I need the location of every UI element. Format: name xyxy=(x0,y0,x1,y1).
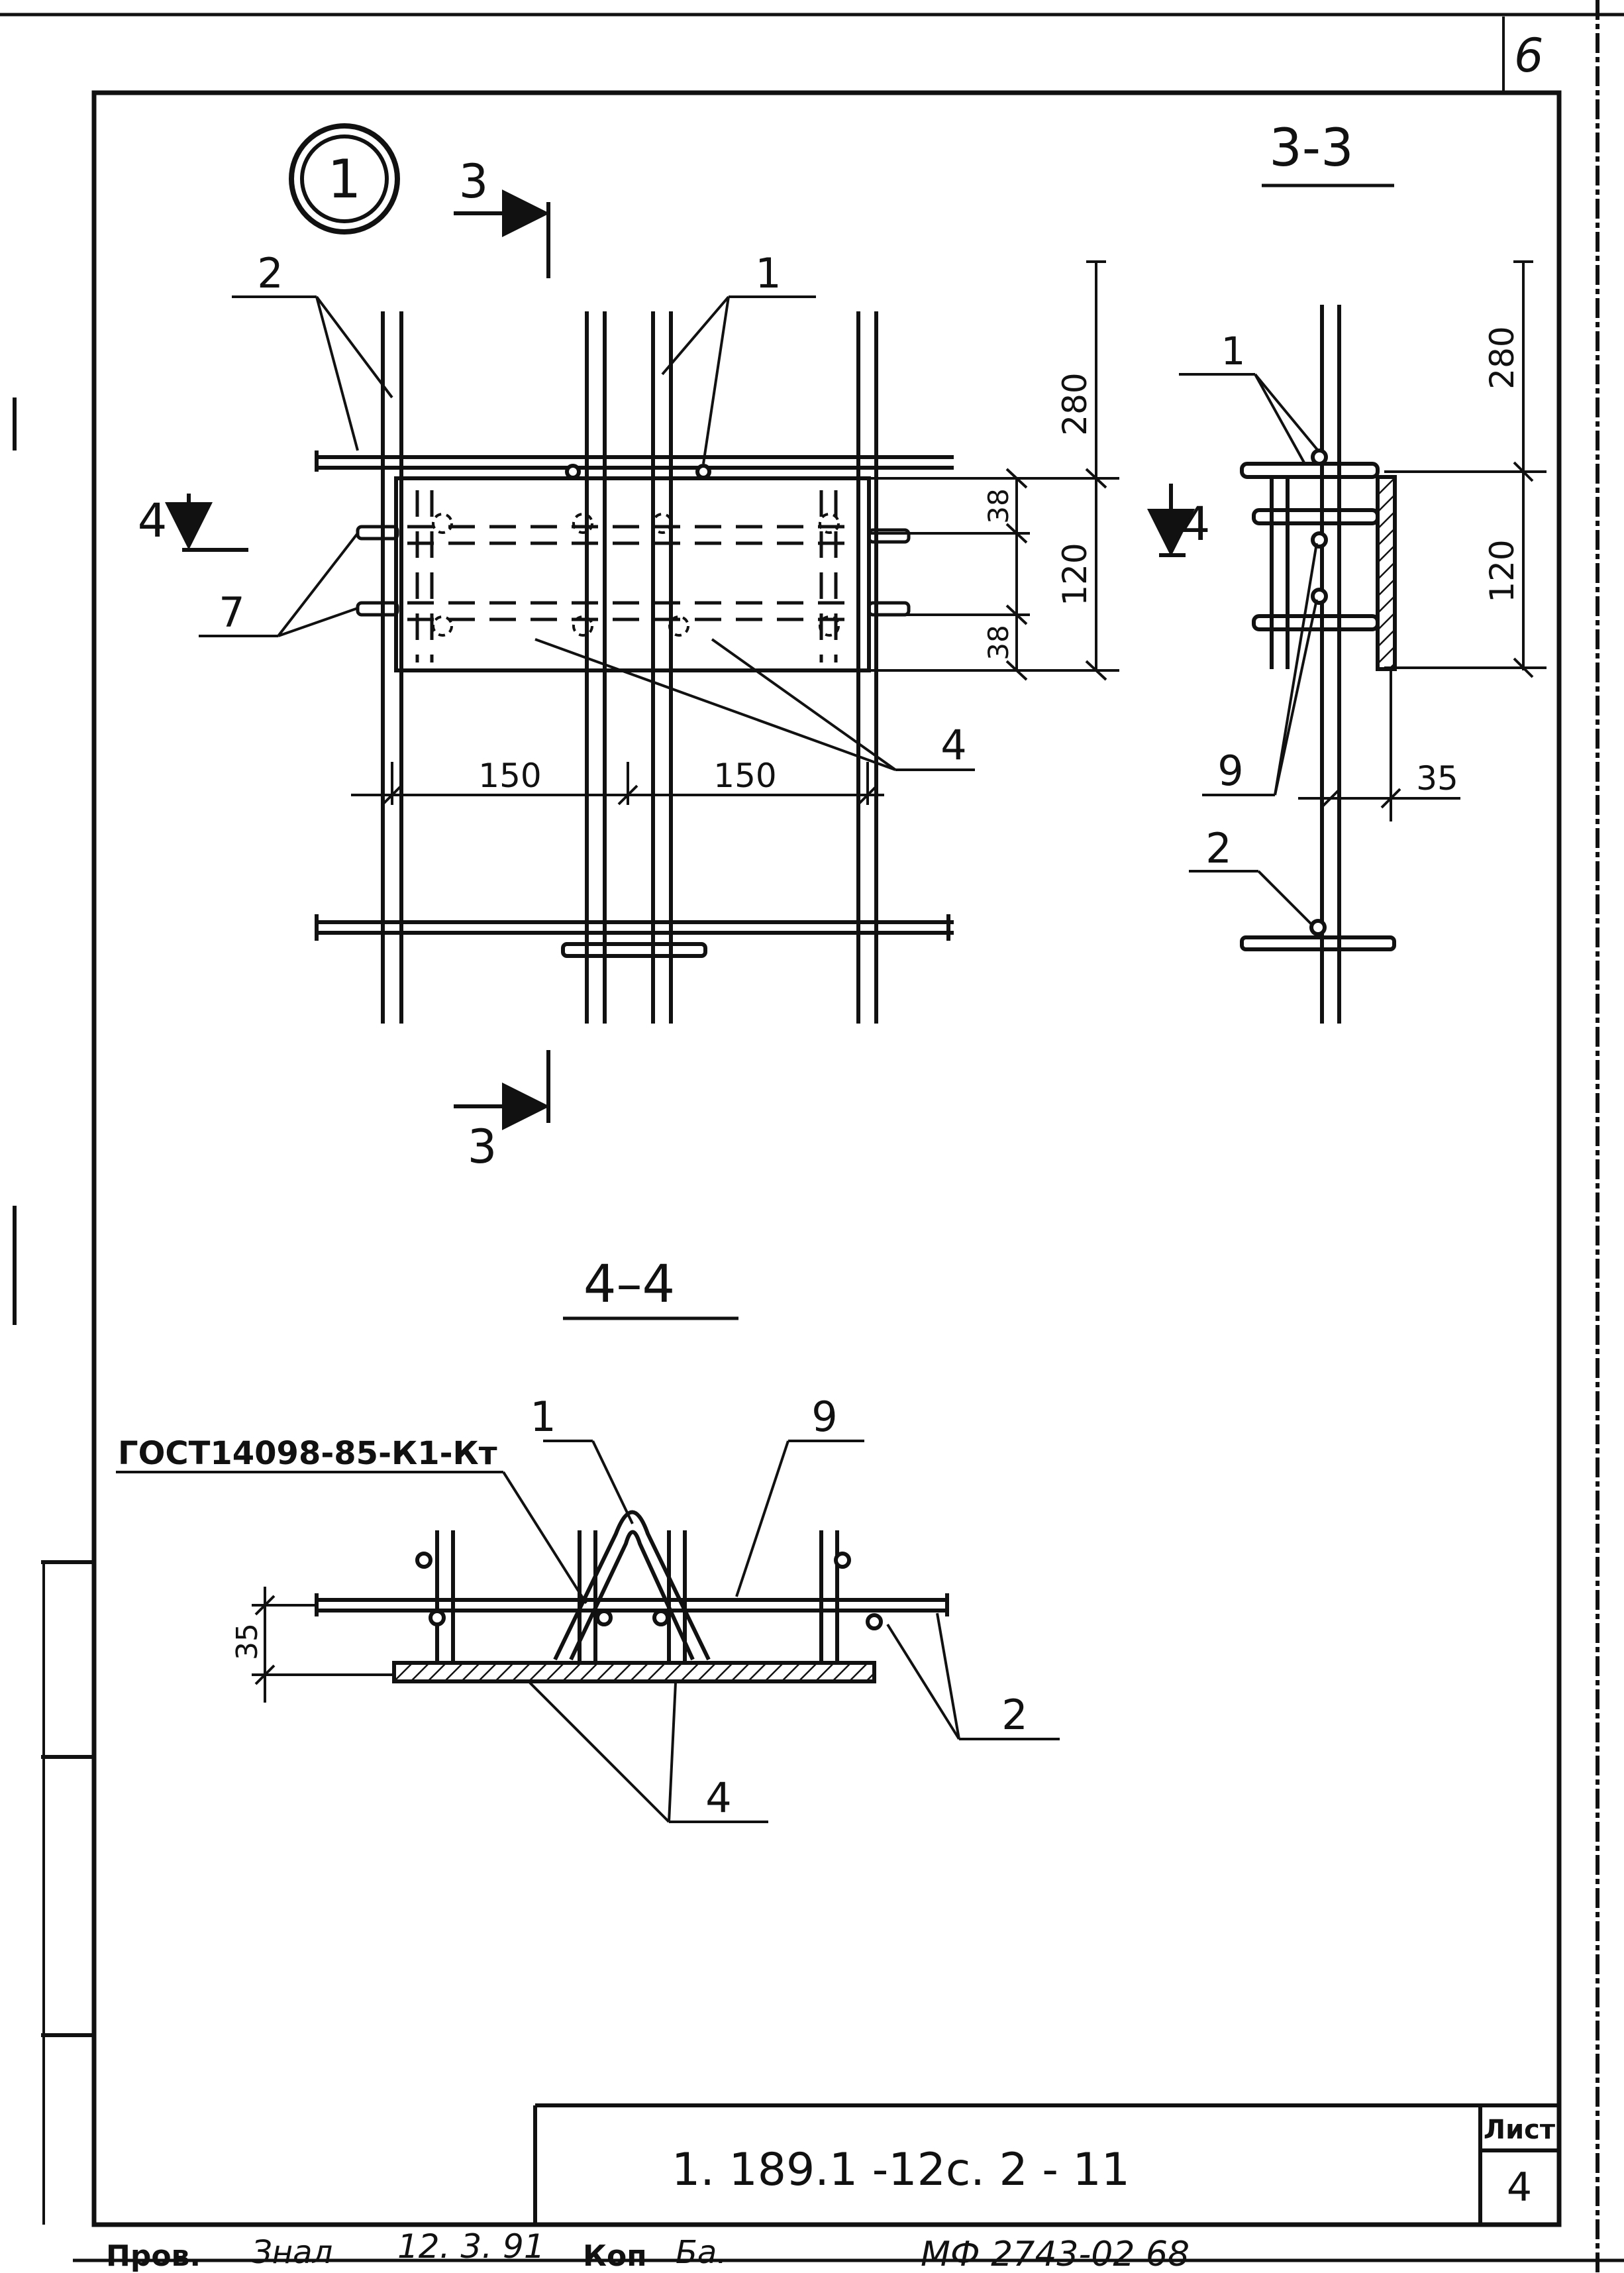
s44-dim-35: 35 xyxy=(230,1623,264,1660)
s33-callout-2: 2 xyxy=(1205,824,1231,872)
detail-number-text: 1 xyxy=(328,148,362,210)
s44-callout-9: 9 xyxy=(811,1393,837,1441)
plan-callout-4: 4 xyxy=(940,721,966,769)
plan-callout-7: 7 xyxy=(219,588,244,637)
gost-label: ГОСТ14098-85-К1-Кт xyxy=(118,1435,497,1472)
plan-hidden-anchors xyxy=(407,490,854,662)
s33-callout-1: 1 xyxy=(1221,329,1246,374)
plan-dim-38-bottom: 38 xyxy=(982,625,1015,660)
plan-dimension-text: 280 120 38 38 150 150 xyxy=(478,372,1094,795)
footer-row: Пров. Знал 12. 3. 91 Коп Ба. МФ 2743-02 … xyxy=(106,2227,1190,2273)
title-block-sheet-label: Лист xyxy=(1484,2115,1556,2145)
plan-embedded-plate xyxy=(394,476,871,672)
plan-dim-150-left: 150 xyxy=(478,757,541,795)
plan-dim-38-top: 38 xyxy=(982,488,1015,523)
footer-copier: Ба. xyxy=(676,2234,727,2271)
s33-dim-120: 120 xyxy=(1483,539,1521,602)
section-3-3-text: 3-3 1 9 2 280 120 35 xyxy=(1205,119,1521,872)
plan-callouts: 2 1 7 4 xyxy=(219,249,966,769)
section-3-3 xyxy=(1240,305,1397,1024)
footer-checked-label: Пров. xyxy=(106,2239,201,2273)
title-block-designation: 1. 189.1 -12с. 2 - 11 xyxy=(672,2144,1130,2196)
cut-4-left-label: 4 xyxy=(138,494,168,548)
plan-view xyxy=(315,311,954,1024)
sheet-mark-text: 6 xyxy=(1514,28,1544,83)
plan-hidden-circles xyxy=(432,513,840,637)
section-4-4-text: 4–4 ГОСТ14098-85-К1-Кт 1 9 2 4 35 xyxy=(118,1255,1028,1822)
plan-dim-150-right: 150 xyxy=(713,757,776,795)
plan-short-bars xyxy=(356,525,911,617)
section-4-4 xyxy=(315,1510,949,1683)
cut-4-right-label: 4 xyxy=(1181,497,1211,551)
footer-archive-number: МФ 2743-02 68 xyxy=(921,2235,1190,2273)
s33-callout-9: 9 xyxy=(1217,747,1243,795)
section-4-4-title: 4–4 xyxy=(584,1255,675,1314)
plan-callout-1: 1 xyxy=(755,249,781,297)
section-3-3-leaders xyxy=(1179,260,1547,925)
cut-3-top-label: 3 xyxy=(459,154,489,209)
plan-bottom-horizontal-bar xyxy=(315,914,954,958)
title-block-sheet-number: 4 xyxy=(1507,2164,1532,2211)
plan-leaders xyxy=(199,295,975,771)
section-cut-labels: 3 3 4 4 xyxy=(138,154,1211,1174)
title-block xyxy=(533,2103,1559,2225)
s44-callout-4: 4 xyxy=(705,1773,731,1822)
s33-dim-35: 35 xyxy=(1416,759,1458,798)
detail-number-marker: 1 xyxy=(289,123,400,235)
section-4-4-leaders xyxy=(116,1440,1060,1823)
s44-callout-1: 1 xyxy=(530,1393,556,1441)
s33-dim-280: 280 xyxy=(1483,326,1521,389)
footer-signature: Знал xyxy=(252,2234,332,2271)
section-3-3-title: 3-3 xyxy=(1269,119,1353,178)
footer-copied-label: Коп xyxy=(583,2239,647,2273)
footer-date: 12. 3. 91 xyxy=(397,2227,545,2266)
plan-dimensions xyxy=(351,260,1119,806)
plan-callout-2: 2 xyxy=(257,249,283,297)
section-cut-markers xyxy=(165,189,1195,1130)
s44-callout-2: 2 xyxy=(1001,1691,1027,1739)
plan-dim-120: 120 xyxy=(1056,543,1094,606)
plan-vertical-bars xyxy=(381,311,878,1024)
cut-3-bottom-label: 3 xyxy=(468,1120,497,1174)
plan-dim-280: 280 xyxy=(1056,372,1094,435)
